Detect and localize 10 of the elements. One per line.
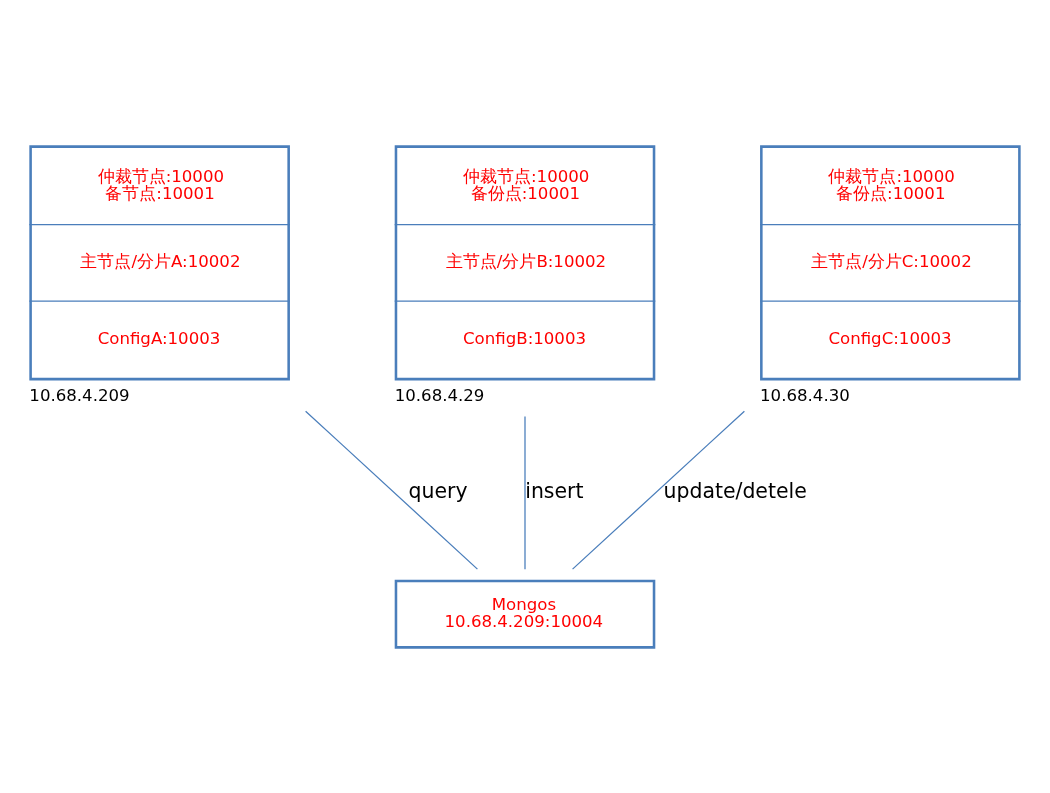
edge-label: update/detele — [663, 478, 807, 503]
node-label: 10.68.4.209 — [29, 385, 130, 405]
connector — [524, 415, 526, 570]
node-label: 10.68.4.29 — [394, 385, 485, 405]
node-label: 10.68.4.30 — [760, 385, 850, 405]
edge-label: query — [408, 478, 468, 503]
connector — [571, 410, 746, 570]
connector — [304, 410, 479, 570]
node-box: Mongos 10.68.4.209:10004 — [394, 579, 656, 649]
edge-label: insert — [525, 478, 584, 503]
